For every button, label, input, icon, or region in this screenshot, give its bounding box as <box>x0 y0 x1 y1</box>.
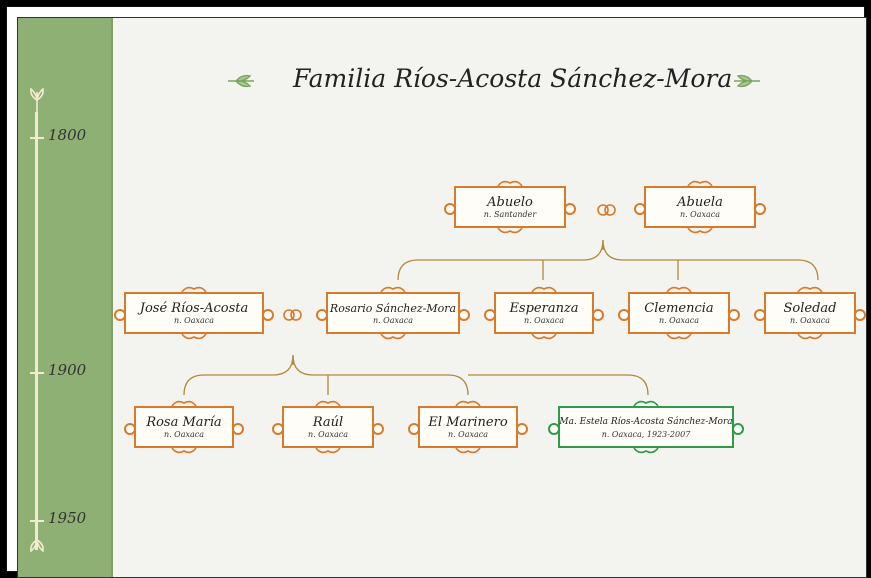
timeline-tick <box>30 520 44 522</box>
person-card-rosa-maria[interactable]: Rosa María n. Oaxaca <box>124 400 244 454</box>
person-name: Abuela <box>677 194 723 210</box>
person-name: Esperanza <box>509 300 579 316</box>
wedding-rings-icon <box>597 204 616 216</box>
person-birthplace: n. Oaxaca <box>447 429 489 439</box>
person-birthplace: n. Oaxaca <box>679 209 721 219</box>
person-birthplace: n. Oaxaca <box>658 315 700 325</box>
person-name: Soledad <box>783 300 837 316</box>
person-card-el-marinero[interactable]: El Marinero n. Oaxaca <box>408 400 528 454</box>
person-card-raul[interactable]: Raúl n. Oaxaca <box>272 400 384 454</box>
person-birthplace: n. Santander <box>483 209 537 219</box>
person-card-esperanza[interactable]: Esperanza n. Oaxaca <box>484 286 604 340</box>
ornament-icon <box>181 286 207 292</box>
person-card-clemencia[interactable]: Clemencia n. Oaxaca <box>618 286 740 340</box>
sprig-icon <box>30 528 44 553</box>
ornament-icon <box>531 334 557 340</box>
connector-lines <box>183 239 819 396</box>
ornament-icon <box>497 180 523 186</box>
ornament-icon <box>171 448 197 454</box>
timeline-rail: 1800 1900 1950 <box>18 18 113 577</box>
ornament-icon <box>455 448 481 454</box>
timeline-tick <box>30 372 44 374</box>
ornament-icon <box>531 286 557 292</box>
year-label: 1900 <box>48 361 87 379</box>
person-card-rosario[interactable]: Rosario Sánchez-Mora n. Oaxaca <box>316 286 470 340</box>
person-name: José Ríos-Acosta <box>139 300 249 316</box>
timeline-tick <box>30 137 44 139</box>
ornament-icon <box>315 448 341 454</box>
person-card-jose[interactable]: José Ríos-Acosta n. Oaxaca <box>114 286 274 340</box>
ornament-icon <box>687 228 713 234</box>
ornament-icon <box>797 334 823 340</box>
tree-canvas: 1800 1900 1950 Familia Ríos-Acosta Sánch… <box>17 17 867 578</box>
page-title: Familia Ríos-Acosta Sánchez-Mora <box>293 64 733 93</box>
ornament-icon <box>497 228 523 234</box>
ornament-icon <box>633 400 659 406</box>
person-card-estela[interactable]: Ma. Estela Ríos-Acosta Sánchez-Mora n. O… <box>548 400 744 454</box>
person-name: Abuelo <box>487 194 533 210</box>
ornament-icon <box>380 334 406 340</box>
ornament-icon <box>797 286 823 292</box>
person-card-soledad[interactable]: Soledad n. Oaxaca <box>754 286 866 340</box>
person-name: Clemencia <box>644 300 714 316</box>
ornament-icon <box>666 334 692 340</box>
ornament-icon <box>380 286 406 292</box>
person-name: El Marinero <box>428 414 508 430</box>
person-name: Raúl <box>312 414 344 430</box>
person-birthplace: n. Oaxaca <box>789 315 831 325</box>
person-name: Rosa María <box>146 414 222 430</box>
ornament-icon <box>455 400 481 406</box>
year-label: 1950 <box>48 509 87 527</box>
person-birthplace: n. Oaxaca, 1923-2007 <box>601 429 691 439</box>
person-name: Rosario Sánchez-Mora <box>329 301 457 315</box>
ornament-icon <box>633 448 659 454</box>
page-frame: 1800 1900 1950 Familia Ríos-Acosta Sánch… <box>6 6 867 578</box>
person-card-abuela[interactable]: Abuela n. Oaxaca <box>634 180 766 234</box>
ornament-icon <box>315 400 341 406</box>
wedding-rings-icon <box>283 309 302 321</box>
leaf-icon <box>228 74 254 88</box>
person-birthplace: n. Oaxaca <box>372 315 414 325</box>
person-birthplace: n. Oaxaca <box>523 315 565 325</box>
person-birthplace: n. Oaxaca <box>163 429 205 439</box>
person-birthplace: n. Oaxaca <box>173 315 215 325</box>
ornament-icon <box>666 286 692 292</box>
sprig-icon <box>30 87 44 112</box>
ornament-icon <box>181 334 207 340</box>
person-card-abuelo[interactable]: Abuelo n. Santander <box>444 180 576 234</box>
year-label: 1800 <box>48 126 87 144</box>
person-birthplace: n. Oaxaca <box>307 429 349 439</box>
timeline-line <box>35 112 38 550</box>
ornament-icon <box>687 180 713 186</box>
person-name: Ma. Estela Ríos-Acosta Sánchez-Mora <box>559 416 733 427</box>
ornament-icon <box>171 400 197 406</box>
leaf-icon <box>734 74 760 88</box>
